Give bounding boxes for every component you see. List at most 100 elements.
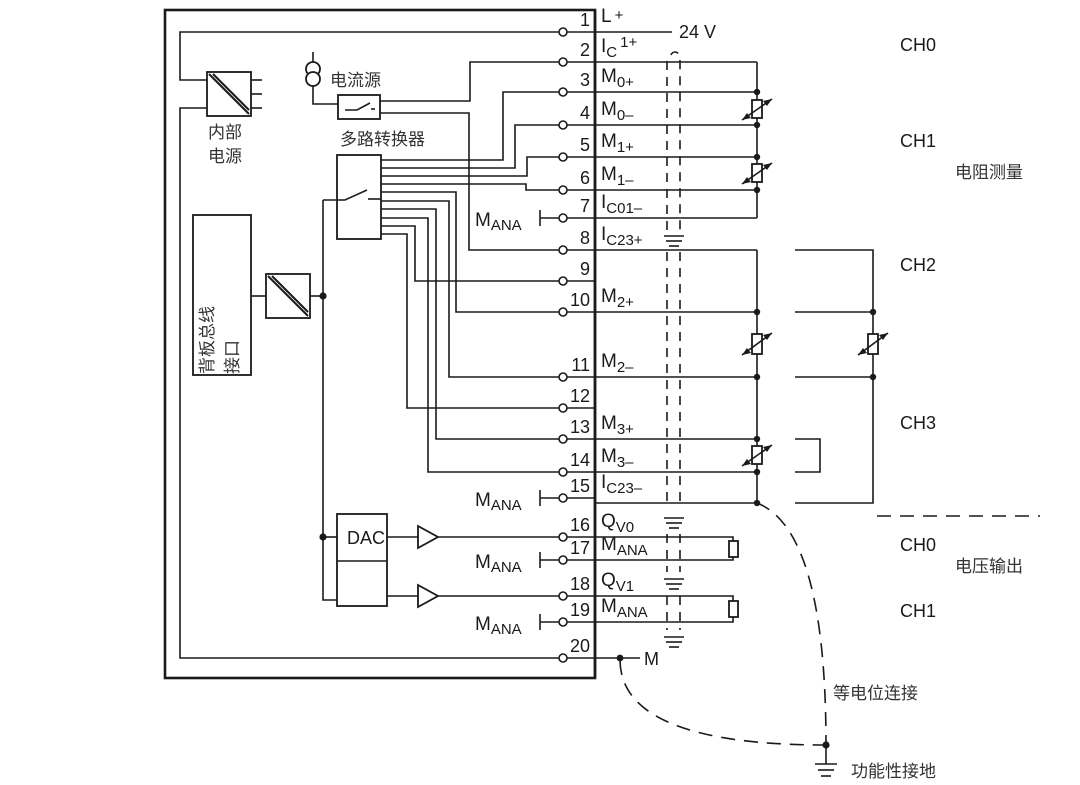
rtd-ch2-icon bbox=[741, 332, 773, 356]
terminal-screw-icon bbox=[558, 532, 568, 542]
terminal-screw-icon bbox=[558, 185, 568, 195]
external-wiring-ch2-ch3 bbox=[595, 249, 889, 507]
terminal-screw-icon bbox=[558, 591, 568, 601]
terminal-screw-icon bbox=[558, 87, 568, 97]
terminal-pin-9: 9 bbox=[558, 259, 595, 286]
rtd-ch1-icon bbox=[741, 162, 773, 185]
shield-ground-8-icon bbox=[664, 235, 684, 247]
current-source: 电流源 bbox=[305, 52, 560, 251]
pin-number: 19 bbox=[570, 600, 590, 620]
terminal-screw-icon bbox=[558, 307, 568, 317]
pin-number: 15 bbox=[570, 476, 590, 496]
pin-number: 5 bbox=[580, 135, 590, 155]
pin-signal-label: M2– bbox=[601, 351, 634, 376]
pin-signal-label: M2+ bbox=[601, 286, 634, 311]
channel-label-res-ch0: CH0 bbox=[900, 35, 936, 55]
terminal-screw-icon bbox=[558, 493, 568, 503]
equipotential-line-m bbox=[619, 660, 827, 746]
terminal-screw-icon bbox=[558, 120, 568, 130]
channel-label-volt-ch1: CH1 bbox=[900, 601, 936, 621]
functional-ground-icon bbox=[815, 745, 837, 777]
terminal-screw-icon bbox=[558, 245, 568, 255]
pin-number: 10 bbox=[570, 290, 590, 310]
rtd-ch3-icon bbox=[741, 444, 773, 467]
terminal-pin-20: 20 bbox=[558, 636, 595, 663]
pin-signal-label: L+ bbox=[601, 6, 624, 27]
terminal-screw-icon bbox=[558, 27, 568, 37]
pin-signal-label: IC23+ bbox=[601, 224, 643, 249]
pin-number: 16 bbox=[570, 515, 590, 535]
pin-signal-label: QV0 bbox=[601, 511, 634, 536]
pin-number: 14 bbox=[570, 450, 590, 470]
mana-15: MANA bbox=[475, 490, 560, 514]
terminal-screw-icon bbox=[558, 152, 568, 162]
rtd-ch0-icon bbox=[741, 98, 773, 121]
pin-number: 4 bbox=[580, 103, 590, 123]
pin-number: 9 bbox=[580, 259, 590, 279]
terminal-screw-icon bbox=[558, 555, 568, 565]
svg-text:MANA: MANA bbox=[475, 614, 522, 638]
external-wiring-voltage-outputs bbox=[595, 536, 739, 623]
pin-number: 8 bbox=[580, 228, 590, 248]
terminal-screw-icon bbox=[558, 653, 568, 663]
pin-number: 13 bbox=[570, 417, 590, 437]
equipotential-line-ch bbox=[756, 502, 827, 746]
terminal-screw-icon bbox=[558, 213, 568, 223]
pin-number: 3 bbox=[580, 70, 590, 90]
current-source-label: 电流源 bbox=[330, 71, 381, 91]
pin-number: 11 bbox=[571, 355, 590, 375]
external-wiring-ch0-ch1 bbox=[595, 61, 773, 219]
backplane-label-2: 接口 bbox=[223, 340, 243, 374]
shield-ground-15-icon bbox=[664, 517, 684, 529]
mana-ties: MANA MANA MANA MANA bbox=[475, 210, 560, 638]
terminal-screw-icon bbox=[558, 403, 568, 413]
channel-label-res-ch1: CH1 bbox=[900, 131, 936, 151]
backplane-label-1: 背板总线 bbox=[198, 306, 218, 374]
terminal-screw-icon bbox=[558, 617, 568, 627]
current-switch-box bbox=[337, 94, 381, 120]
equipotential-label: 等电位连接 bbox=[833, 684, 918, 704]
resistance-measurement-label: 电阻测量 bbox=[955, 163, 1023, 183]
ground-m-label: M bbox=[644, 649, 659, 669]
mana-19: MANA bbox=[475, 614, 560, 638]
terminal-pin-12: 12 bbox=[558, 386, 595, 413]
pin-number: 6 bbox=[580, 168, 590, 188]
internal-power-label-1: 内部 bbox=[208, 123, 242, 143]
pin-signal-label: QV1 bbox=[601, 570, 634, 595]
svg-text:MANA: MANA bbox=[475, 552, 522, 576]
dac-label: DAC bbox=[347, 528, 385, 548]
mana-17: MANA bbox=[475, 552, 560, 576]
multiplexer-label: 多路转换器 bbox=[340, 130, 425, 150]
channel-label-volt-ch0: CH0 bbox=[900, 535, 936, 555]
pin-number: 12 bbox=[570, 386, 590, 406]
pin-signal-label: M3– bbox=[601, 446, 634, 471]
supply-voltage-label: 24 V bbox=[679, 22, 716, 42]
amplifier-1-icon bbox=[417, 583, 440, 609]
terminal-screw-icon bbox=[558, 57, 568, 67]
pin-signal-label: M0+ bbox=[601, 66, 634, 91]
pin-signal-label: IC1+ bbox=[601, 34, 637, 61]
svg-text:MANA: MANA bbox=[475, 210, 522, 234]
channel-label-res-ch3: CH3 bbox=[900, 413, 936, 433]
shield-ground-17-icon bbox=[664, 578, 684, 590]
functional-ground-label: 功能性接地 bbox=[851, 762, 936, 782]
pin-signal-label: M1+ bbox=[601, 131, 634, 156]
backplane-interface: 背板总线 接口 bbox=[192, 200, 337, 601]
pin-number: 1 bbox=[580, 10, 590, 30]
multiplexer: 多路转换器 bbox=[323, 91, 560, 473]
channel-label-res-ch2: CH2 bbox=[900, 255, 936, 275]
internal-power-label-2: 电源 bbox=[208, 147, 242, 167]
cable-shield bbox=[664, 51, 684, 648]
pin-signal-label: M3+ bbox=[601, 413, 634, 438]
svg-text:MANA: MANA bbox=[475, 490, 522, 514]
pin-number: 18 bbox=[570, 574, 590, 594]
load-1-icon bbox=[728, 600, 739, 618]
amplifier-0-icon bbox=[417, 524, 440, 550]
pin-number: 2 bbox=[580, 40, 590, 60]
dac: DAC bbox=[336, 513, 560, 609]
